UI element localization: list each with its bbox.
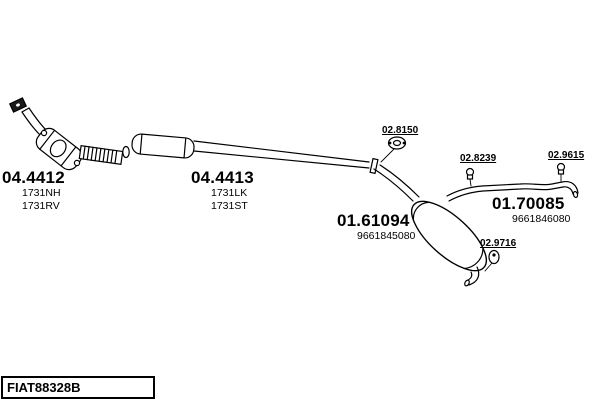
- rear-muffler-body: [411, 200, 487, 272]
- part-group-rear-muffler: 01.61094 9661845080: [337, 211, 415, 243]
- drawing-code: FIAT88328B: [7, 380, 81, 395]
- part-number-rear-muffler: 01.61094: [337, 211, 410, 230]
- part-number-hanger-front: 02.8239: [460, 153, 497, 164]
- part-group-front-pipe: 04.4412 1731NH 1731RV: [2, 168, 65, 213]
- part-number-tail-pipe: 01.70085: [492, 194, 565, 213]
- front-pipe-assembly: [35, 127, 83, 171]
- catalyst-body: [131, 133, 195, 159]
- part-group-tail-pipe: 01.70085 9661846080: [492, 194, 570, 226]
- muffler-inlet-pipe: [373, 164, 420, 202]
- flex-pipe: [78, 144, 124, 166]
- part-ref-rear-muffler: 9661845080: [357, 230, 416, 242]
- part-ref-catalyst-1: 1731LK: [211, 187, 248, 199]
- part-ref-front-pipe-1: 1731NH: [22, 187, 61, 199]
- part-number-clamp-gasket: 02.8150: [382, 125, 419, 136]
- part-number-hanger-rear: 02.9615: [548, 150, 585, 161]
- part-ref-tail-pipe: 9661846080: [512, 213, 571, 225]
- front-gasket-icon: [8, 97, 28, 113]
- hanger-muffler-icon: [484, 249, 500, 272]
- mid-joint-flange: [369, 157, 379, 175]
- drawing-code-box: FIAT88328B: [1, 376, 155, 399]
- part-number-hanger-muffler: 02.9716: [480, 238, 517, 249]
- part-number-front-pipe: 04.4412: [2, 168, 65, 187]
- coupler-ring: [122, 145, 130, 159]
- hanger-rear-icon: [556, 162, 566, 182]
- clamp-gasket-icon: [380, 136, 407, 163]
- part-ref-catalyst-2: 1731ST: [211, 200, 248, 212]
- center-pipe: [193, 140, 370, 169]
- hanger-front-icon: [465, 167, 475, 187]
- part-group-catalyst: 04.4413 1731LK 1731ST: [191, 168, 254, 213]
- part-number-catalyst: 04.4413: [191, 168, 254, 187]
- muffler-tail-outlet: [464, 266, 480, 287]
- rear-tail-pipe: [446, 180, 579, 202]
- part-ref-front-pipe-2: 1731RV: [22, 200, 60, 212]
